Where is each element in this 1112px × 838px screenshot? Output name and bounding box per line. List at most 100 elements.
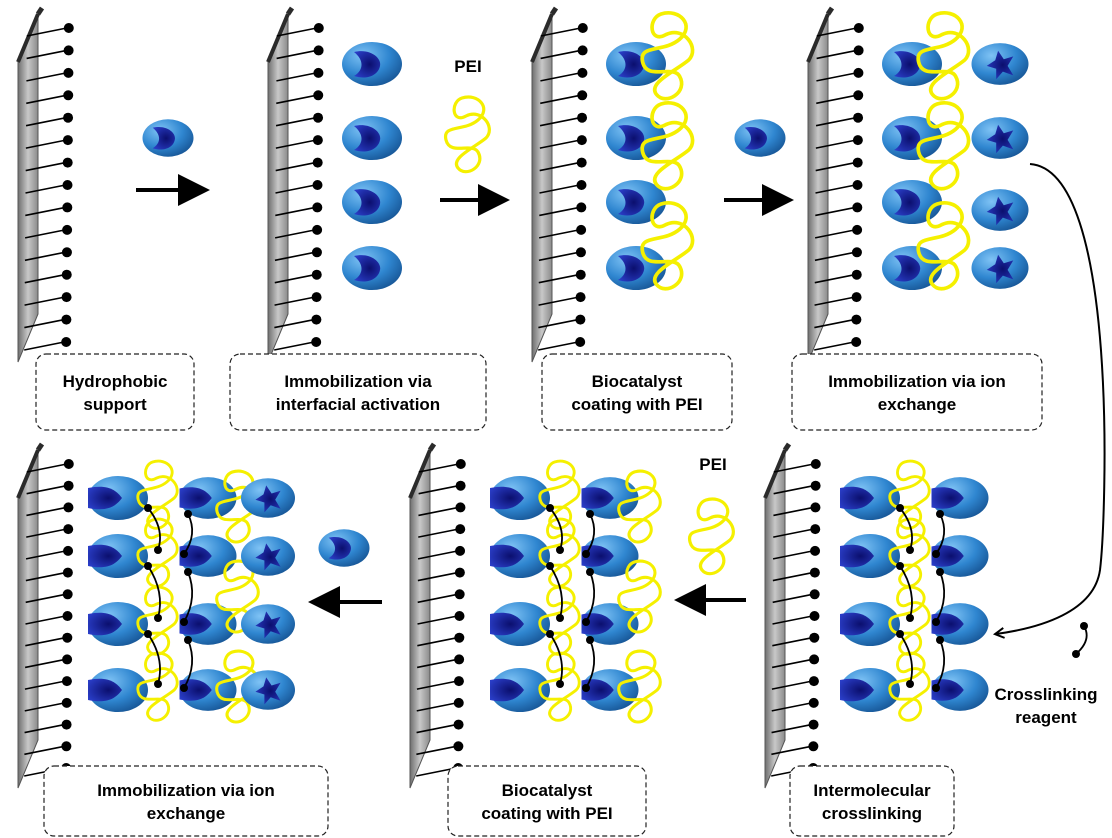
enzyme-icon <box>840 602 900 646</box>
ligand-head <box>577 45 588 56</box>
ligand-head <box>312 202 323 213</box>
pei-polymer-icon <box>640 11 695 101</box>
support-top-edge <box>16 13 40 63</box>
ligand-stick <box>815 116 857 127</box>
enzyme-icon <box>179 477 237 519</box>
enzyme-pocket <box>618 125 645 152</box>
ligand-head <box>809 632 820 643</box>
enzyme-pocket <box>840 544 874 568</box>
step-label-line: Immobilization via <box>284 372 432 391</box>
pei-strand <box>444 95 491 174</box>
step-label-line: support <box>83 395 147 414</box>
ligand-head <box>312 135 323 146</box>
ligand-stick <box>25 615 66 625</box>
enzyme-icon <box>88 534 148 578</box>
enzyme-pocket <box>840 678 874 702</box>
enzyme-pocket <box>618 255 645 282</box>
ligand-head <box>62 611 73 621</box>
enzyme-pocket <box>490 486 524 510</box>
ligand-head <box>61 247 72 258</box>
ligand-head <box>454 589 465 600</box>
ligand-head <box>575 314 586 325</box>
ligand-stick <box>276 27 317 37</box>
support-plate <box>764 449 786 789</box>
ligand-head <box>577 112 588 123</box>
crosslink-end <box>586 568 594 576</box>
pei-polymer-icon <box>444 95 491 174</box>
ligand-head <box>313 23 324 33</box>
enzyme-pocket <box>744 127 767 150</box>
support-top-edge <box>530 13 554 63</box>
ligand-head <box>576 135 587 146</box>
enzyme-pocket <box>581 545 614 567</box>
step-label-line: coating with PEI <box>481 804 612 823</box>
enzyme-pocket <box>490 544 524 568</box>
ligand-stick <box>416 723 457 734</box>
enzyme-pocket <box>354 125 381 152</box>
step-label-box-3: Biocatalyst coating with PEI <box>541 353 733 431</box>
enzyme-pocket <box>354 51 381 78</box>
crosslink-bond <box>899 633 913 685</box>
enzyme-pocket <box>894 189 921 216</box>
ligand-stick <box>814 296 855 306</box>
ligand-stick <box>416 745 457 756</box>
crosslink-end <box>546 630 554 638</box>
ligand-head <box>577 67 588 78</box>
ligand-head <box>63 45 74 56</box>
crosslink-end <box>932 684 940 692</box>
enzyme-icon <box>606 42 666 86</box>
enzyme-pocket <box>840 486 874 510</box>
support-top-edge <box>763 449 787 499</box>
ligand-head <box>62 632 73 643</box>
ligand-head <box>810 480 821 491</box>
crosslink-end <box>154 614 162 622</box>
crosslink-end <box>936 636 944 644</box>
crosslink-end <box>896 562 904 570</box>
ligand-head <box>61 719 72 730</box>
crosslinking-reagent-label-line2: reagent <box>1015 708 1077 727</box>
enzyme-icon <box>971 247 1029 289</box>
enzyme-icon <box>581 603 639 645</box>
ligand-stick <box>24 745 65 756</box>
ligand-stick <box>539 184 580 194</box>
ligand-stick <box>771 680 813 690</box>
crosslink-end <box>1072 650 1080 658</box>
ligand-head <box>62 157 73 168</box>
enzyme-pocket <box>490 612 524 636</box>
pei-strand <box>215 649 260 724</box>
enzyme-pocket <box>179 545 212 567</box>
enzyme-icon <box>88 668 148 712</box>
enzyme-icon <box>581 669 639 711</box>
crosslink-end <box>906 614 914 622</box>
ligand-stick <box>24 723 65 734</box>
ligand-head <box>63 67 74 78</box>
ligand-head <box>808 719 819 730</box>
ligand-stick <box>772 636 813 647</box>
crosslink-end <box>556 546 564 554</box>
ligand-head <box>312 180 323 190</box>
crosslink-bond <box>1075 625 1088 655</box>
enzyme-icon <box>840 476 900 520</box>
ligand-head <box>61 337 72 347</box>
pei-polymer-icon <box>538 459 581 530</box>
crosslink-end <box>932 618 940 626</box>
step-label-line: Biocatalyst <box>592 372 683 391</box>
ligand-stick <box>25 571 67 582</box>
ligand-stick <box>25 116 67 127</box>
enzyme-pocket <box>581 679 614 701</box>
enzyme-pocket <box>88 544 122 568</box>
crosslink-bond <box>183 639 194 689</box>
ligand-head <box>61 741 72 752</box>
ligand-stick <box>24 680 66 690</box>
ligand-stick <box>417 636 458 647</box>
pei-polymer-icon <box>617 559 662 634</box>
ligand-stick <box>772 571 814 582</box>
ligand-stick <box>538 273 579 284</box>
enzyme-icon <box>882 116 942 160</box>
ligand-head <box>312 224 323 235</box>
ligand-head <box>853 90 864 101</box>
ligand-head <box>575 269 586 280</box>
step-label-line: coating with PEI <box>571 395 702 414</box>
ligand-stick <box>815 161 856 172</box>
crosslinking-reagent-label-line1: Crosslinking <box>995 685 1098 704</box>
